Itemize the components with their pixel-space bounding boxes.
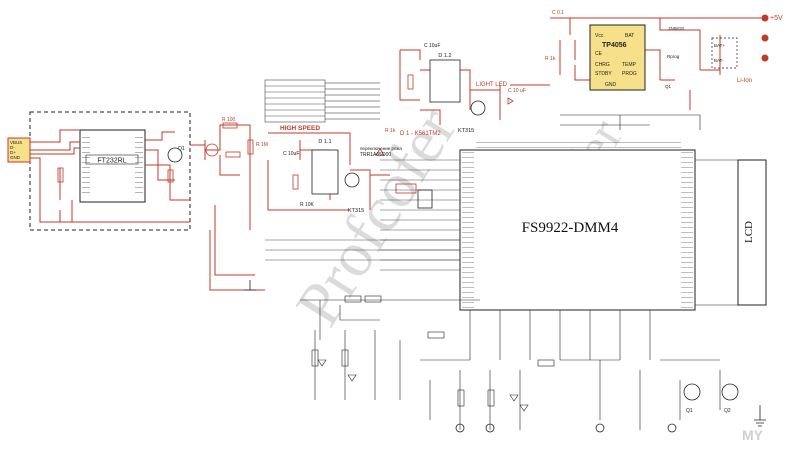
- optocoupler-icon: [205, 143, 219, 157]
- r20-100-label: C 10 uF: [508, 88, 526, 94]
- charger-r1k-label: R 1k: [545, 56, 556, 62]
- bat-minus-label: BAT-: [714, 58, 724, 63]
- pin-ce: CE: [595, 51, 603, 57]
- battery-connector: [711, 37, 738, 69]
- diode-icons: [317, 359, 529, 412]
- light-led-label: LIGHT LED: [476, 82, 508, 88]
- relay-label: TRR1A05D00: [360, 152, 391, 158]
- pin-stdby: STDBY: [595, 71, 612, 77]
- tp4056-label: TP4056: [602, 42, 627, 49]
- usb-pin-vbus: VBUS: [10, 140, 22, 145]
- led-light-icon: [507, 97, 514, 105]
- q2-transistor: [721, 383, 739, 401]
- q1-label: Q1: [686, 408, 693, 414]
- main-chip-section: FS9922-DMM4 LCD: [265, 114, 767, 311]
- diode-1n5819-label: 1N5819: [668, 26, 684, 31]
- tp4056-chip: [589, 24, 646, 91]
- usb-transistor-label: Q1: [178, 146, 185, 152]
- opto-section: R 100 R 1M: [190, 117, 268, 291]
- rprog-label: Q1: [665, 84, 672, 89]
- plus5v-terminal: [761, 14, 769, 22]
- battery-terminal-minus: [761, 54, 769, 62]
- high-speed-section: HIGH SPEED D 1.1 C 10uF R 10K KT315 R 1k…: [267, 125, 433, 214]
- r100-label: R 100: [222, 117, 236, 123]
- d12-flipflop: [429, 59, 461, 103]
- d1-k561tm2-label: D 1 - K561TM2: [400, 131, 441, 137]
- battery-label: Li-Ion: [737, 78, 752, 84]
- d11-flipflop: [311, 149, 339, 195]
- switch-note: переключение режа: [360, 146, 402, 151]
- pin-temp: TEMP: [622, 62, 637, 68]
- usb-pin-dminus: D-: [10, 145, 15, 150]
- q1-transistor: [683, 383, 701, 401]
- ground-icons: [244, 280, 766, 427]
- high-speed-label: HIGH SPEED: [280, 125, 320, 132]
- d12-label: D 1.2: [438, 53, 451, 59]
- input-section: Q1 Q2: [244, 280, 766, 433]
- pin-gnd: GND: [605, 82, 617, 88]
- light-led-section: D 1.2 C 10uF LIGHT LED KT315 C 10 uF D 1…: [399, 43, 550, 137]
- led-diode-icon: [375, 148, 385, 156]
- vt-kt315-2: [470, 100, 486, 116]
- supply-5v-label: +5V: [770, 15, 783, 22]
- d11-label: D 1.1: [318, 139, 331, 145]
- r1m-label: R 1M: [256, 142, 268, 148]
- vt-transistor-usb: [167, 147, 183, 163]
- usb-pin-gnd: GND: [10, 155, 21, 160]
- charger-section: TP4056 Vcc CE BAT TEMP PROG CHRG STDBY G…: [545, 10, 783, 110]
- cap-c01b-label: C 10uF: [424, 43, 440, 49]
- usb-section: VBUS D- D+ GND FT232RL Q1: [7, 111, 191, 231]
- r10k-label: R 10K: [300, 202, 315, 208]
- input-jack-4: [667, 423, 677, 433]
- fs9922-chip: [459, 149, 696, 311]
- cap-c01-label: C 10uF: [283, 151, 299, 157]
- input-jack-2: [485, 423, 495, 433]
- fs9922-label: FS9922-DMM4: [522, 220, 619, 236]
- kt315-label-1: KT315: [348, 208, 364, 214]
- lcd-display: [737, 159, 767, 306]
- battery-terminal-plus: [761, 34, 769, 42]
- ft232rl-chip: [79, 129, 146, 203]
- cap-c10uf-label: Rprog: [667, 54, 680, 59]
- pin-prog: PROG: [622, 71, 637, 77]
- corner-mark: MY: [742, 427, 764, 443]
- pin-chrg: CHRG: [595, 62, 610, 68]
- vt-kt315-1: [344, 172, 360, 188]
- cap-10uf-label: C 0.1: [552, 10, 564, 16]
- q2-label: Q2: [724, 408, 731, 414]
- pin-bat: BAT: [625, 33, 634, 39]
- ft232rl-label: FT232RL: [97, 158, 126, 165]
- r1k-label: R 1k: [385, 128, 396, 134]
- lcd-label: LCD: [743, 221, 755, 243]
- usb-pin-dplus: D+: [10, 150, 16, 155]
- input-jack-1: [455, 423, 465, 433]
- bat-plus-label: BAT+: [714, 43, 725, 48]
- kt315-label-2: KT315: [458, 128, 474, 134]
- bus-labels: [264, 79, 380, 123]
- input-jack-3: [595, 423, 605, 433]
- pin-vcc: Vcc: [595, 33, 604, 39]
